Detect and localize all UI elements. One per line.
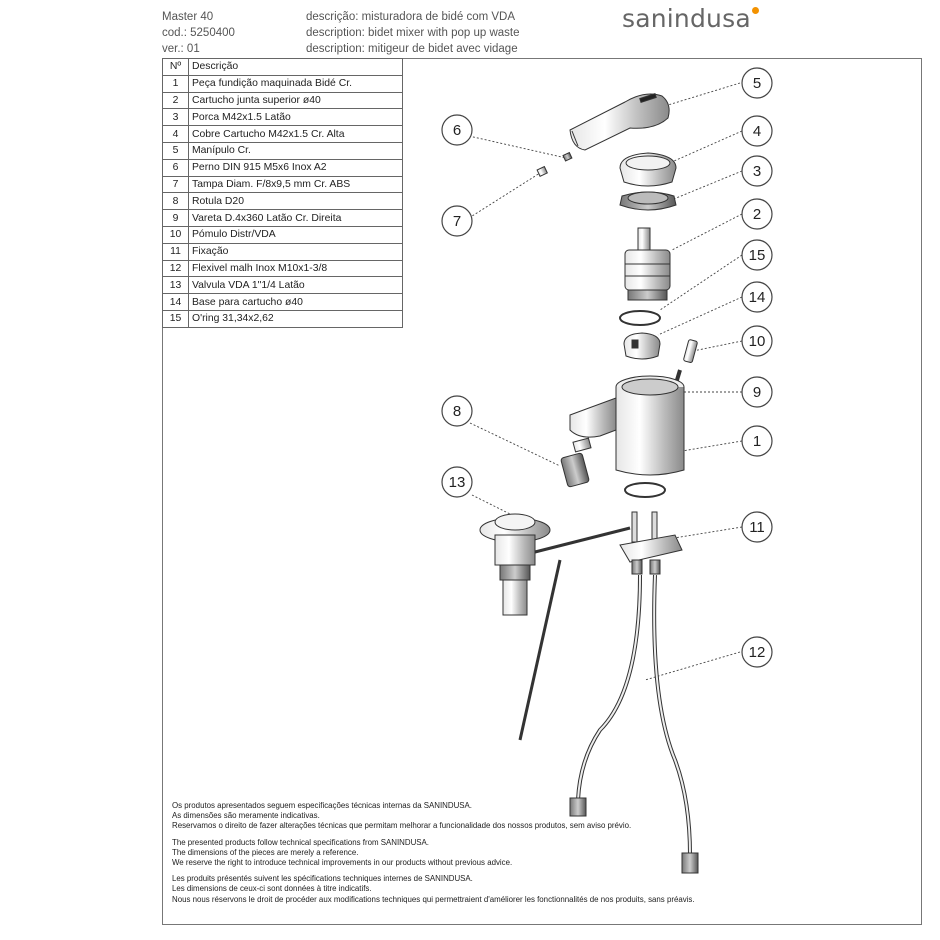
- drawing-frame: [162, 58, 922, 925]
- header-description: descrição: misturadora de bidé com VDA d…: [306, 9, 520, 57]
- callout-number: 1: [753, 433, 761, 450]
- disclaimer-pt-line: Reservamos o direito de fazer alterações…: [172, 821, 632, 831]
- disclaimer-en-line: The dimensions of the pieces are merely …: [172, 847, 359, 857]
- header-model-info: Master 40 cod.: 5250400 ver.: 01: [162, 9, 235, 57]
- callout-circle: [441, 205, 473, 237]
- brand-logo-dot: [751, 7, 759, 14]
- brand-logo-text: sanindusa: [622, 4, 751, 33]
- callout-number: 15: [749, 247, 766, 264]
- brand-logo: sanindusa: [622, 4, 759, 33]
- description-en: description: bidet mixer with pop up was…: [306, 27, 520, 39]
- disclaimer-en: The presented products follow technical …: [172, 838, 732, 869]
- product-code: cod.: 5250400: [162, 27, 235, 39]
- callout-circle: [741, 376, 773, 408]
- description-fr: description: mitigeur de bidet avec vida…: [306, 43, 518, 55]
- part-body: [569, 375, 685, 476]
- callout-number: 9: [753, 384, 761, 401]
- part-cartridge-base: [623, 332, 661, 360]
- callout-circle: [741, 281, 773, 313]
- callout-circle: [741, 198, 773, 230]
- disclaimer-en-line: We reserve the right to introduce techni…: [172, 858, 513, 868]
- callout-circle: [741, 239, 773, 271]
- part-screw: [562, 151, 573, 162]
- callout-number: 7: [453, 213, 461, 230]
- callout-circle: [741, 425, 773, 457]
- callout-circle: [741, 325, 773, 357]
- callout-circle: [441, 466, 473, 498]
- callout-number: 11: [749, 519, 765, 536]
- callout-number: 3: [753, 163, 761, 180]
- version: ver.: 01: [162, 43, 200, 55]
- callout-circle: [741, 636, 773, 668]
- disclaimer: Os produtos apresentados seguem especifi…: [172, 801, 732, 911]
- part-pop-up-waste: [479, 513, 631, 741]
- callout-circle: [741, 115, 773, 147]
- part-description: O'ring 31,34x2,62: [188, 309, 403, 328]
- part-nut: [619, 191, 677, 211]
- callout-circle: [741, 67, 773, 99]
- callout-number: 13: [449, 474, 466, 491]
- part-o-ring: [619, 310, 661, 326]
- parts-table-header: Nº Descrição: [162, 58, 403, 76]
- part-ball-joint: [560, 437, 592, 488]
- disclaimer-fr: Les produits présentés suivent les spéci…: [172, 874, 732, 905]
- leader-lines: [468, 82, 743, 681]
- part-flexible-hoses: [569, 574, 699, 874]
- disclaimer-pt-line: Os produtos apresentados seguem especifi…: [172, 801, 472, 810]
- disclaimer-fr-line: Nous nous réservons le droit de procéder…: [172, 894, 695, 904]
- callout-number: 6: [453, 122, 461, 139]
- callout-circle: [741, 511, 773, 543]
- disclaimer-fr-line: Les dimensions de ceux-ci sont données à…: [172, 884, 372, 894]
- callout-number: 5: [753, 75, 761, 92]
- callout-number: 4: [753, 123, 761, 140]
- callout-circle: [441, 395, 473, 427]
- description-pt: descrição: misturadora de bidé com VDA: [306, 11, 516, 23]
- part-handle: [569, 92, 670, 151]
- callout-number: 8: [453, 403, 461, 420]
- part-fixation: [619, 511, 683, 575]
- part-cartridge: [624, 227, 671, 301]
- callout-circle: [741, 155, 773, 187]
- callout-number: 12: [749, 644, 766, 661]
- part-cartridge-cover: [619, 152, 677, 187]
- callout-number: 14: [749, 289, 766, 306]
- disclaimer-pt: Os produtos apresentados seguem especifi…: [172, 801, 732, 832]
- callout-number: 10: [749, 333, 766, 350]
- part-knob: [683, 339, 698, 363]
- part-washer: [624, 482, 666, 498]
- part-cap: [536, 165, 548, 177]
- disclaimer-en-line: The presented products follow technical …: [172, 837, 429, 847]
- model-name: Master 40: [162, 11, 214, 23]
- disclaimer-pt-line: As dimensões são meramente indicativas.: [172, 811, 320, 821]
- callout-number: 2: [753, 206, 761, 223]
- disclaimer-fr-line: Les produits présentés suivent les spéci…: [172, 874, 473, 884]
- callout-circle: [441, 114, 473, 146]
